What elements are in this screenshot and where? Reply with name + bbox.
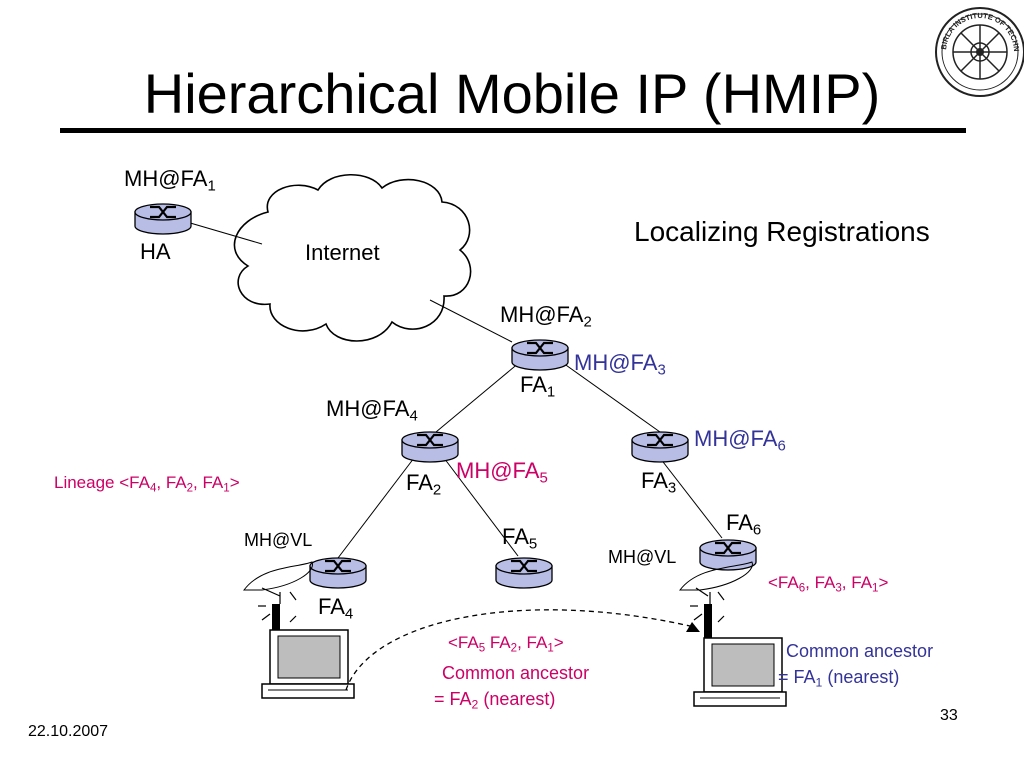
link-internet-fa1 <box>429 299 513 343</box>
ha-binding-label: MH@FA1 <box>124 166 216 195</box>
internet-cloud <box>233 173 472 342</box>
fa1-new-binding-label: MH@FA3 <box>574 350 666 379</box>
institute-seal-logo: BIRLA INSTITUTE OF TECHNOLOGY & SCIENCE,… <box>0 0 1024 97</box>
fa4-binding-label: MH@VL <box>244 530 313 550</box>
fa2-name-label: FA2 <box>406 470 442 499</box>
arrowhead-icon <box>686 622 700 632</box>
radio-bubble-left <box>242 561 313 591</box>
fa4-name-label: FA4 <box>318 594 354 623</box>
slide-date: 22.10.2007 <box>28 723 109 740</box>
fa2-binding-label: MH@FA4 <box>326 396 418 425</box>
seal-text: BIRLA INSTITUTE OF TECHNOLOGY & SCIENCE,… <box>0 0 1021 52</box>
fa3-name-label: FA3 <box>641 468 677 497</box>
router-fa1-icon <box>511 339 569 371</box>
antenna-signal-right-icon <box>690 587 725 623</box>
link-ha-internet <box>179 219 263 245</box>
router-ha-icon <box>134 203 192 235</box>
fa1-name-label: FA1 <box>520 372 556 401</box>
diagram-subtitle: Localizing Registrations <box>634 216 930 247</box>
router-fa3-icon <box>631 431 689 463</box>
handoff-arrow <box>345 609 700 691</box>
ancestor-left-line2: = FA2 (nearest) <box>434 689 556 712</box>
fa5-name-label: FA5 <box>502 524 538 553</box>
fa3-binding-label: MH@FA6 <box>694 426 786 455</box>
antenna-signal-left-icon <box>258 587 297 623</box>
lineage-left-label: Lineage <FA4, FA2, FA1> <box>54 473 240 495</box>
fa6-name-label: FA6 <box>726 510 762 539</box>
laptop-right-icon <box>693 637 787 707</box>
link-fa2-fa4 <box>337 457 415 559</box>
ancestor-left-line1: Common ancestor <box>442 663 590 683</box>
fa2-new-binding-label: MH@FA5 <box>456 458 548 487</box>
fa6-binding-label: MH@VL <box>608 547 677 567</box>
router-fa4-icon <box>309 557 367 589</box>
page-number: 33 <box>940 707 958 724</box>
mobile-host-right <box>678 561 787 707</box>
router-fa2-icon <box>401 431 459 463</box>
link-fa1-fa2 <box>435 361 521 433</box>
svg-text:BIRLA INSTITUTE OF TECHNOLOGY: BIRLA INSTITUTE OF TECHNOLOGY & SCIENCE,… <box>0 0 1021 52</box>
router-fa5-icon <box>495 557 553 589</box>
ha-name-label: HA <box>140 239 171 264</box>
link-fa2-fa5 <box>443 457 519 557</box>
laptop-left-icon <box>261 629 355 699</box>
title-underline <box>60 128 966 133</box>
internet-label: Internet <box>305 240 380 265</box>
radio-bubble-right <box>678 561 753 591</box>
fa1-binding-label: MH@FA2 <box>500 302 592 331</box>
slide-title: Hierarchical Mobile IP (HMIP) <box>143 62 881 125</box>
link-fa1-fa3 <box>555 357 661 433</box>
link-fa3-fa6 <box>659 457 723 539</box>
network-links <box>179 219 723 559</box>
mobile-host-left <box>242 561 355 699</box>
ancestor-right-line1: Common ancestor <box>786 641 934 661</box>
lineage-mid-label: <FA5 FA2, FA1> <box>448 633 564 655</box>
lineage-right-label: <FA6, FA3, FA1> <box>768 573 889 595</box>
routers <box>134 203 757 589</box>
ancestor-right-line2: = FA1 (nearest) <box>778 667 900 690</box>
router-fa6-icon <box>699 539 757 571</box>
